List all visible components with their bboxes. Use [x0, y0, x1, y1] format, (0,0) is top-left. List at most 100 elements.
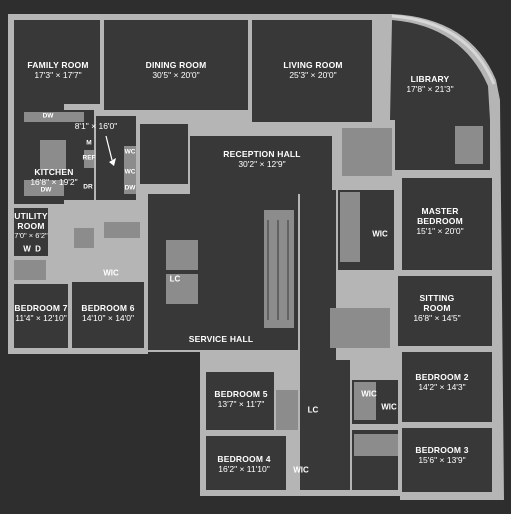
library-bath [455, 126, 483, 164]
bedroom-5-label: BEDROOM 5 13'7" × 11'7" [214, 389, 268, 410]
elevator-1 [166, 240, 198, 270]
wic-tag-bedroom6: WIC [103, 268, 119, 278]
south-corridor [300, 360, 350, 490]
bedroom-7-dims: 11'4" × 12'10" [15, 312, 67, 323]
stair-lines [267, 220, 289, 320]
pantry-label: 8'1" × 16'0" [74, 121, 118, 132]
library-label: LIBRARY 17'8" × 21'3" [406, 74, 454, 95]
bedroom-2-label: BEDROOM 2 14'2" × 14'3" [415, 372, 469, 393]
bedroom-6-dims: 14'10" × 14'0" [81, 312, 135, 323]
service-stair [264, 210, 294, 328]
bedroom-7-label: BEDROOM 7 11'4" × 12'10" [14, 303, 68, 324]
dw-tag-1: DW [42, 112, 54, 120]
sitting-room-name: SITTING ROOM [419, 293, 455, 313]
dining-room-area [104, 20, 248, 110]
bedroom-7-area [14, 284, 68, 348]
service-hall-label: SERVICE HALL [188, 334, 254, 345]
kitchen-dims: 16'8" × 19'2" [30, 176, 78, 187]
living-room-label: LIVING ROOM 25'3" × 20'0" [283, 60, 343, 81]
library-name: LIBRARY [410, 74, 450, 84]
sitting-bath [330, 308, 390, 348]
ref-tag: REF [82, 154, 96, 162]
dining-room-dims: 30'5" × 20'0" [152, 69, 200, 80]
elevator-2 [166, 274, 198, 304]
master-closet [340, 192, 360, 262]
master-bedroom-name: MASTER BEDROOM [417, 206, 463, 226]
reception-hall-name: RECEPTION HALL [223, 149, 301, 159]
reception-hall-label: RECEPTION HALL 30'2" × 12'9" [223, 149, 301, 170]
living-room-area [252, 20, 372, 122]
bedroom-4-dims: 16'2" × 11'10" [218, 463, 270, 474]
south-closet [354, 382, 376, 420]
bedroom-7-name: BEDROOM 7 [14, 303, 68, 313]
bedroom-4-name: BEDROOM 4 [217, 454, 271, 464]
kitchen-island [40, 140, 66, 170]
utility-room-dims: 7'0" × 6'2" [14, 230, 48, 240]
dr-tag: DR [83, 183, 93, 191]
reception-hall-area [190, 136, 332, 194]
bedroom-6-area [72, 282, 144, 348]
sitting-room-area [398, 276, 492, 346]
service-hall-name: SERVICE HALL [188, 334, 254, 344]
library-area [390, 20, 490, 120]
bedroom-2-name: BEDROOM 2 [415, 372, 469, 382]
pantry-cabinets [124, 146, 136, 194]
wic-tag-south-2: WIC [381, 402, 397, 412]
south-bath-fixture [354, 434, 398, 456]
kitchen-label: KITCHEN 16'8" × 19'2" [30, 167, 78, 188]
kitchen-counter [24, 112, 84, 122]
bedroom-4-label: BEDROOM 4 16'2" × 11'10" [217, 454, 271, 475]
wc-tag-2: WC [124, 168, 136, 176]
family-room-label: FAMILY ROOM 17'3" × 17'7" [27, 60, 89, 81]
mw-tag: M [86, 139, 92, 147]
master-bath [342, 128, 392, 176]
dryer-tag: D [35, 244, 41, 254]
family-room-area [14, 20, 100, 104]
utility-room-area [14, 208, 48, 256]
library-window-arc [391, 14, 496, 85]
sitting-room-label: SITTING ROOM 16'8" × 14'5" [412, 293, 462, 323]
reception-hall-dims: 30'2" × 12'9" [238, 158, 286, 169]
bedroom-2-dims: 14'2" × 14'3" [418, 381, 466, 392]
bedroom-5-dims: 13'7" × 11'7" [217, 398, 265, 409]
master-bedroom-area [402, 178, 492, 270]
utility-room-name: UTILITY ROOM [14, 211, 48, 231]
bedroom5-bath [276, 390, 298, 430]
family-room-name: FAMILY ROOM [27, 60, 89, 70]
bedroom-5-name: BEDROOM 5 [214, 389, 268, 399]
utility-room-label: UTILITY ROOM 7'0" × 6'2" [11, 211, 51, 240]
center-hall [140, 124, 188, 184]
living-room-dims: 25'3" × 20'0" [289, 69, 337, 80]
fixtures [14, 112, 483, 456]
sitting-room-dims: 16'8" × 14'5" [413, 312, 461, 323]
bedroom-4-area [206, 436, 286, 490]
washer-tag: W [23, 244, 31, 254]
pantry-arrow [105, 135, 113, 161]
wic-tag-master: WIC [372, 229, 388, 239]
bedroom-3-label: BEDROOM 3 15'6" × 13'9" [415, 445, 469, 466]
bath-1 [74, 228, 94, 248]
library-dims: 17'8" × 21'3" [406, 83, 454, 94]
bath-2 [104, 222, 140, 238]
pantry-dims: 8'1" × 16'0" [74, 121, 118, 131]
wic-tag-south-1: WIC [361, 389, 377, 399]
bedroom-3-dims: 15'6" × 13'9" [418, 454, 466, 465]
service-hall-area [148, 330, 298, 350]
wic-tag-bedroom4: WIC [293, 465, 309, 475]
bedroom-6-name: BEDROOM 6 [81, 303, 135, 313]
dw-tag-2: DW [40, 186, 52, 194]
fridge [84, 150, 94, 168]
bath-3 [14, 260, 46, 280]
kitchen-counter-side [24, 180, 64, 196]
dw-tag-3: DW [124, 184, 136, 192]
master-bedroom-label: MASTER BEDROOM 15'1" × 20'0" [410, 206, 470, 236]
wc-tag-1: WC [124, 148, 136, 156]
bedroom-3-area [402, 428, 492, 492]
living-room-name: LIVING ROOM [283, 60, 343, 70]
kitchen-name: KITCHEN [34, 167, 74, 177]
lc-tag-1: LC [169, 274, 181, 284]
bedroom-5-area [206, 372, 274, 430]
bedroom-3-name: BEDROOM 3 [415, 445, 469, 455]
family-room-dims: 17'3" × 17'7" [34, 69, 82, 80]
